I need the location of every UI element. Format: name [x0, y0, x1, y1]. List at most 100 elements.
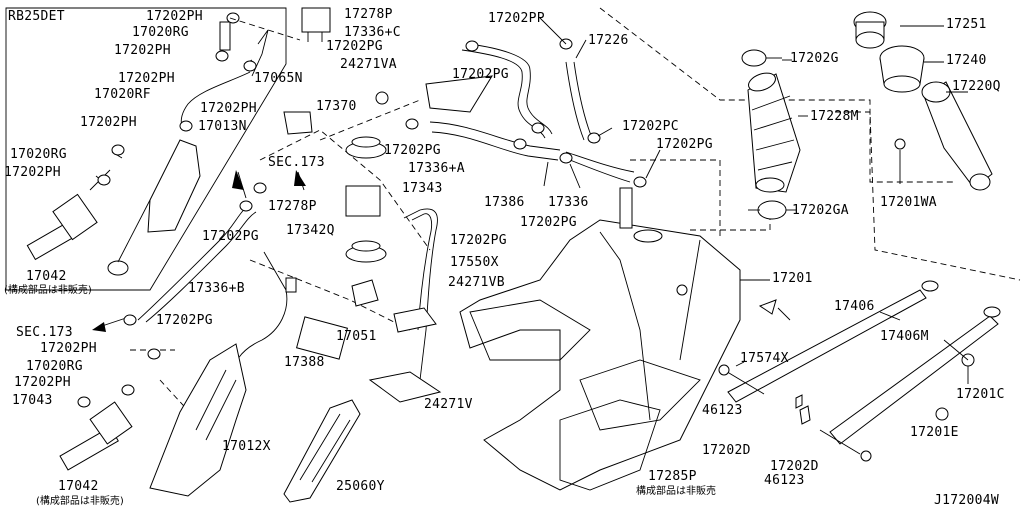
part-label: 24271VA	[340, 57, 397, 72]
bolt-17201wa	[894, 138, 906, 184]
part-label: 17574X	[740, 351, 789, 366]
part-label: 17388	[284, 355, 325, 370]
part-label: 17201	[772, 271, 813, 286]
dash-group-unit	[249, 259, 411, 331]
wire-harness	[233, 289, 288, 377]
part-label: 17042	[26, 269, 67, 284]
dash-group-sender	[259, 129, 431, 251]
part-label: 17202D	[770, 459, 819, 474]
spacer-17202d-b	[795, 394, 803, 409]
inset-pump-assembly	[26, 139, 201, 276]
part-label: 17202PH	[80, 115, 137, 130]
tank-strap-17406	[727, 289, 927, 403]
part-label: 17202PG	[450, 233, 507, 248]
part-label: 17228M	[810, 109, 859, 124]
part-label: 17342Q	[286, 223, 335, 238]
spacer-17202d-a	[799, 405, 811, 425]
part-label: 17406M	[880, 329, 929, 344]
part-label: 17251	[946, 17, 987, 32]
engine-label: RB25DET	[8, 9, 65, 24]
dash-group-tank	[630, 159, 721, 240]
part-label: 17336+C	[344, 25, 401, 40]
part-label: 17202PG	[656, 137, 713, 152]
filler-neck-17220q	[923, 81, 993, 189]
part-label: 46123	[702, 403, 743, 418]
part-label: 17051	[336, 329, 377, 344]
filler-tube-17228m	[747, 73, 801, 193]
part-label: 17202PP	[488, 11, 545, 26]
part-label: 17202PG	[326, 39, 383, 54]
sender-25060y	[283, 399, 361, 503]
part-label: SEC.173	[16, 325, 73, 340]
part-label: 17202PG	[384, 143, 441, 158]
hose-17336a	[429, 121, 561, 151]
bracket-17574x	[758, 299, 777, 315]
part-label: 17013N	[198, 119, 247, 134]
plug-upper	[375, 91, 389, 105]
dash-group-17370	[319, 99, 421, 141]
nut-17201e	[935, 407, 949, 421]
part-label: 25060Y	[336, 479, 385, 494]
part-label: 17020RF	[94, 87, 151, 102]
bolt-46123-a	[723, 361, 765, 395]
fuel-tank-17201	[459, 219, 741, 491]
part-label: 17020RG	[10, 147, 67, 162]
connector-harness	[285, 277, 297, 293]
part-label: 17201WA	[880, 195, 937, 210]
part-label: 17065N	[254, 71, 303, 86]
part-label: 17202PG	[452, 67, 509, 82]
dash-group-top	[599, 7, 955, 183]
part-label: 17202PH	[114, 43, 171, 58]
part-label: 17202PG	[202, 229, 259, 244]
unit-17051	[351, 279, 379, 307]
pad-24271vb	[393, 307, 437, 333]
part-label: 24271VB	[448, 275, 505, 290]
part-label: 17202PH	[200, 101, 257, 116]
part-label: 17202PG	[156, 313, 213, 328]
part-label: 24271V	[424, 397, 473, 412]
part-label: 17336+A	[408, 161, 465, 176]
part-label: 46123	[764, 473, 805, 488]
part-label: 17202PH	[4, 165, 61, 180]
part-label: 17550X	[450, 255, 499, 270]
part-label: 17278P	[344, 7, 393, 22]
hose-17336b	[137, 204, 251, 321]
part-label: 17202PH	[118, 71, 175, 86]
dash-group-right	[835, 111, 1021, 281]
clamp-17202g	[741, 49, 782, 67]
part-label: 17278P	[268, 199, 317, 214]
note-not-sold: (構成部品は非販売)	[4, 285, 92, 296]
part-label: 17202G	[790, 51, 839, 66]
part-label: 17343	[402, 181, 443, 196]
part-label: 17020RG	[132, 25, 189, 40]
tank-vent-pipe	[619, 187, 633, 229]
diagram-id: J172004W	[934, 493, 1000, 508]
part-label: 17042	[58, 479, 99, 494]
part-label: 17202PG	[520, 215, 577, 230]
part-label: 17020RG	[26, 359, 83, 374]
part-label: 17202D	[702, 443, 751, 458]
pad-24271va	[425, 75, 493, 113]
part-label: 17043	[12, 393, 53, 408]
valve-17370	[283, 111, 313, 135]
bolt-46123-b	[819, 429, 861, 455]
part-label: 17202PH	[146, 9, 203, 24]
sender-17278p	[345, 185, 381, 217]
pump-bracket-17012x	[149, 343, 247, 497]
note-not-sold-tank: 構成部品は非販売	[636, 486, 716, 497]
part-label: 17285P	[648, 469, 697, 484]
part-label: 17202PC	[622, 119, 679, 134]
bracket-17388	[295, 316, 349, 360]
note-not-sold-lower: (構成部品は非販売)	[36, 496, 124, 507]
part-label: 17386	[484, 195, 525, 210]
inset-top-connectors	[179, 7, 331, 132]
clamp-17202ga	[748, 200, 787, 220]
part-label: 17202PH	[40, 341, 97, 356]
part-label: 17226	[588, 33, 629, 48]
part-label: 17012X	[222, 439, 271, 454]
part-label: 17202PH	[14, 375, 71, 390]
part-label: 17406	[834, 299, 875, 314]
filter-17043	[77, 396, 91, 408]
